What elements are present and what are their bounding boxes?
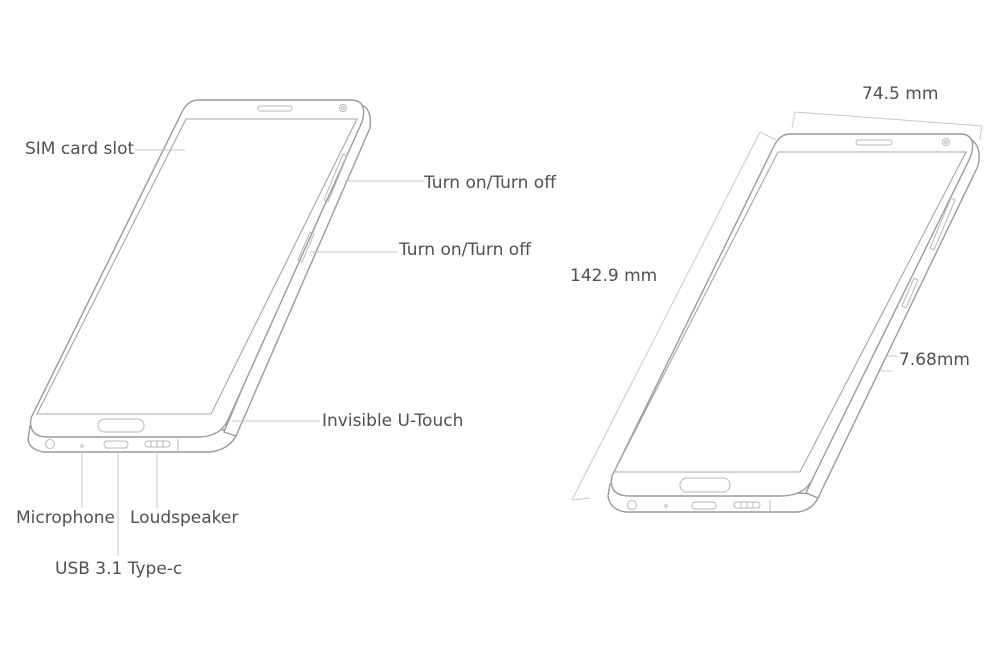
label-turn-on-off-upper: Turn on/Turn off (424, 173, 556, 193)
label-depth-dimension: 7.68mm (899, 350, 970, 370)
right-front-camera-lens (944, 140, 948, 144)
left-home-key (97, 418, 145, 433)
right-phone-front (610, 133, 974, 497)
left-front-camera-lens (341, 106, 345, 110)
left-volume-button (297, 231, 315, 263)
right-phone (607, 133, 980, 513)
right-microphone-hole (664, 504, 668, 508)
label-usb: USB 3.1 Type-c (55, 559, 183, 579)
left-phone (27, 99, 372, 453)
height-dimension-line (571, 131, 761, 501)
left-phone-front (29, 99, 365, 438)
right-power-button (929, 197, 956, 251)
width-dimension-line (794, 111, 983, 127)
right-earpiece (855, 139, 893, 146)
label-height-dimension: 142.9 mm (570, 266, 658, 286)
right-volume-button (901, 277, 919, 309)
label-microphone: Microphone (16, 508, 115, 528)
right-headphone-jack (627, 500, 637, 510)
right-phone-side-edge (805, 139, 980, 499)
right-usb-port (691, 501, 717, 510)
right-front-camera-icon (942, 138, 950, 146)
dimension-lines (571, 111, 983, 501)
left-leader-lines (81, 149, 424, 556)
left-phone-screen (36, 118, 358, 415)
left-power-button (323, 153, 348, 203)
label-invisible-u-touch: Invisible U-Touch (322, 411, 464, 431)
right-phone-screen (613, 151, 967, 473)
right-home-key (679, 477, 731, 493)
label-width-dimension: 74.5 mm (862, 84, 939, 104)
label-loudspeaker: Loudspeaker (130, 508, 239, 528)
left-usb-port (103, 440, 129, 449)
left-microphone-hole (80, 444, 84, 448)
left-earpiece (257, 105, 293, 112)
left-headphone-jack (45, 439, 55, 449)
label-sim-card-slot: SIM card slot (25, 139, 135, 159)
left-front-camera-icon (339, 104, 347, 112)
label-turn-on-off-lower: Turn on/Turn off (399, 240, 531, 260)
